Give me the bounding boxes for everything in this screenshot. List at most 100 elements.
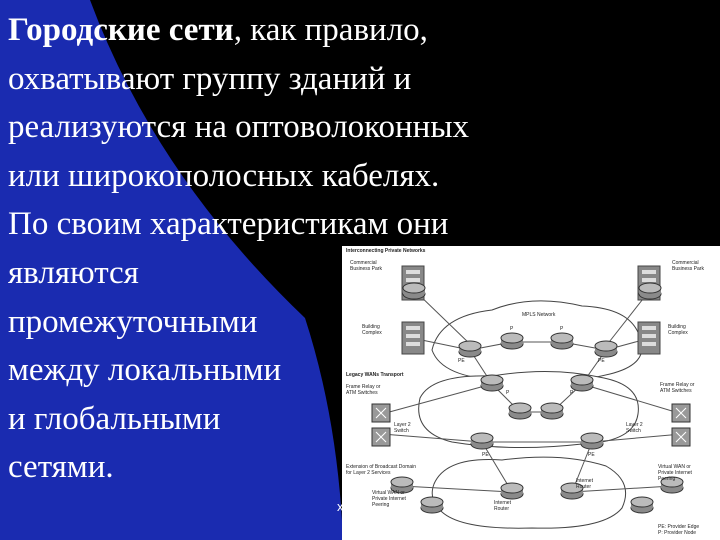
building-icon [637, 321, 661, 355]
diagram-label: MPLS Network [522, 312, 556, 318]
label-line: Virtual WAN or [372, 490, 405, 496]
switch-icon [671, 403, 691, 423]
switch-icon [371, 403, 391, 423]
router-icon [480, 374, 504, 392]
label-line: Complex [362, 330, 382, 336]
text-fragment: , как правило, [233, 12, 428, 48]
router-icon [560, 482, 584, 500]
router-icon [390, 476, 414, 494]
label-line: Building [668, 324, 686, 330]
network-diagram-svg: Interconnecting Private Networks Legacy … [346, 248, 704, 536]
router-tag: P [570, 390, 574, 396]
link-line [571, 485, 673, 493]
building-icon [401, 321, 425, 355]
link-line [381, 433, 483, 443]
network-diagram: Interconnecting Private Networks Legacy … [342, 246, 720, 540]
label-line: Peering [658, 476, 675, 482]
label-line: Peering [372, 502, 389, 508]
label-line: Router [576, 484, 591, 490]
label-line: Internet [494, 500, 512, 506]
router-icon [470, 432, 494, 450]
text-line: и глобальными [8, 400, 221, 437]
link-line [401, 485, 513, 493]
text-line: промежуточными [8, 303, 258, 340]
router-tag: P [510, 326, 514, 332]
router-icon [500, 332, 524, 350]
router-tag: P [506, 390, 510, 396]
label-line: Complex [668, 330, 688, 336]
text-line: реализуются на оптоволоконных [8, 109, 470, 146]
label-line: Private Internet [372, 496, 407, 502]
body-paragraph: Городские сети, как правило, охватывают … [8, 6, 608, 492]
router-icon [630, 496, 654, 514]
label-line: Switch [626, 428, 641, 434]
label-line: Switch [394, 428, 409, 434]
label-line: Business Park [350, 266, 382, 272]
router-icon [580, 432, 604, 450]
label-line: Building [362, 324, 380, 330]
link-line [581, 383, 683, 415]
label-line: Frame Relay or [660, 382, 695, 388]
label-line: Router [494, 506, 509, 512]
label-line: Virtual WAN or [658, 464, 691, 470]
text-line: охватывают группу зданий и [8, 60, 412, 97]
router-icons [390, 282, 684, 514]
router-tag: PE [598, 358, 605, 364]
label-line: Extension of Broadcast Domain [346, 464, 416, 470]
router-icon [508, 402, 532, 420]
router-icon [540, 402, 564, 420]
switch-icons [371, 403, 691, 447]
label-line: for Layer 2 Services [346, 470, 391, 476]
label-line: ATM Switches [660, 388, 692, 394]
router-icon [570, 374, 594, 392]
router-tag: PE [482, 452, 489, 458]
router-tag: PE [458, 358, 465, 364]
router-icon [458, 340, 482, 358]
text-line: между локальными [8, 352, 282, 389]
label-line: Internet [576, 478, 594, 484]
router-icon [420, 496, 444, 514]
switch-icon [671, 427, 691, 447]
blue-sweep-shape [0, 0, 343, 540]
label-line: PE: Provider Edge [658, 524, 699, 530]
label-line: Private Internet [658, 470, 693, 476]
label-line: P: Provider Node [658, 530, 696, 536]
router-icon [500, 482, 524, 500]
text-line: являются [8, 254, 139, 291]
router-icon [638, 282, 662, 300]
label-line: Commercial [672, 260, 699, 266]
diagram-label: Interconnecting Private Networks [346, 248, 426, 254]
router-icon [550, 332, 574, 350]
link-line [591, 433, 683, 443]
label-line: Frame Relay or [346, 384, 381, 390]
diagram-label: Legacy WANs Transport [346, 372, 404, 378]
router-tag: P [560, 326, 564, 332]
router-icon [594, 340, 618, 358]
label-line: Commercial [350, 260, 377, 266]
label-line: ATM Switches [346, 390, 378, 396]
text-line: или широкополосных кабелях. [8, 157, 440, 194]
text-line: По своим характеристикам они [8, 206, 449, 243]
text-line: сетями. [8, 449, 114, 486]
link-line [381, 383, 493, 415]
switch-icon [371, 427, 391, 447]
label-line: Business Park [672, 266, 704, 272]
label-line: Layer 2 [394, 422, 411, 428]
layer2-cloud [431, 456, 626, 529]
